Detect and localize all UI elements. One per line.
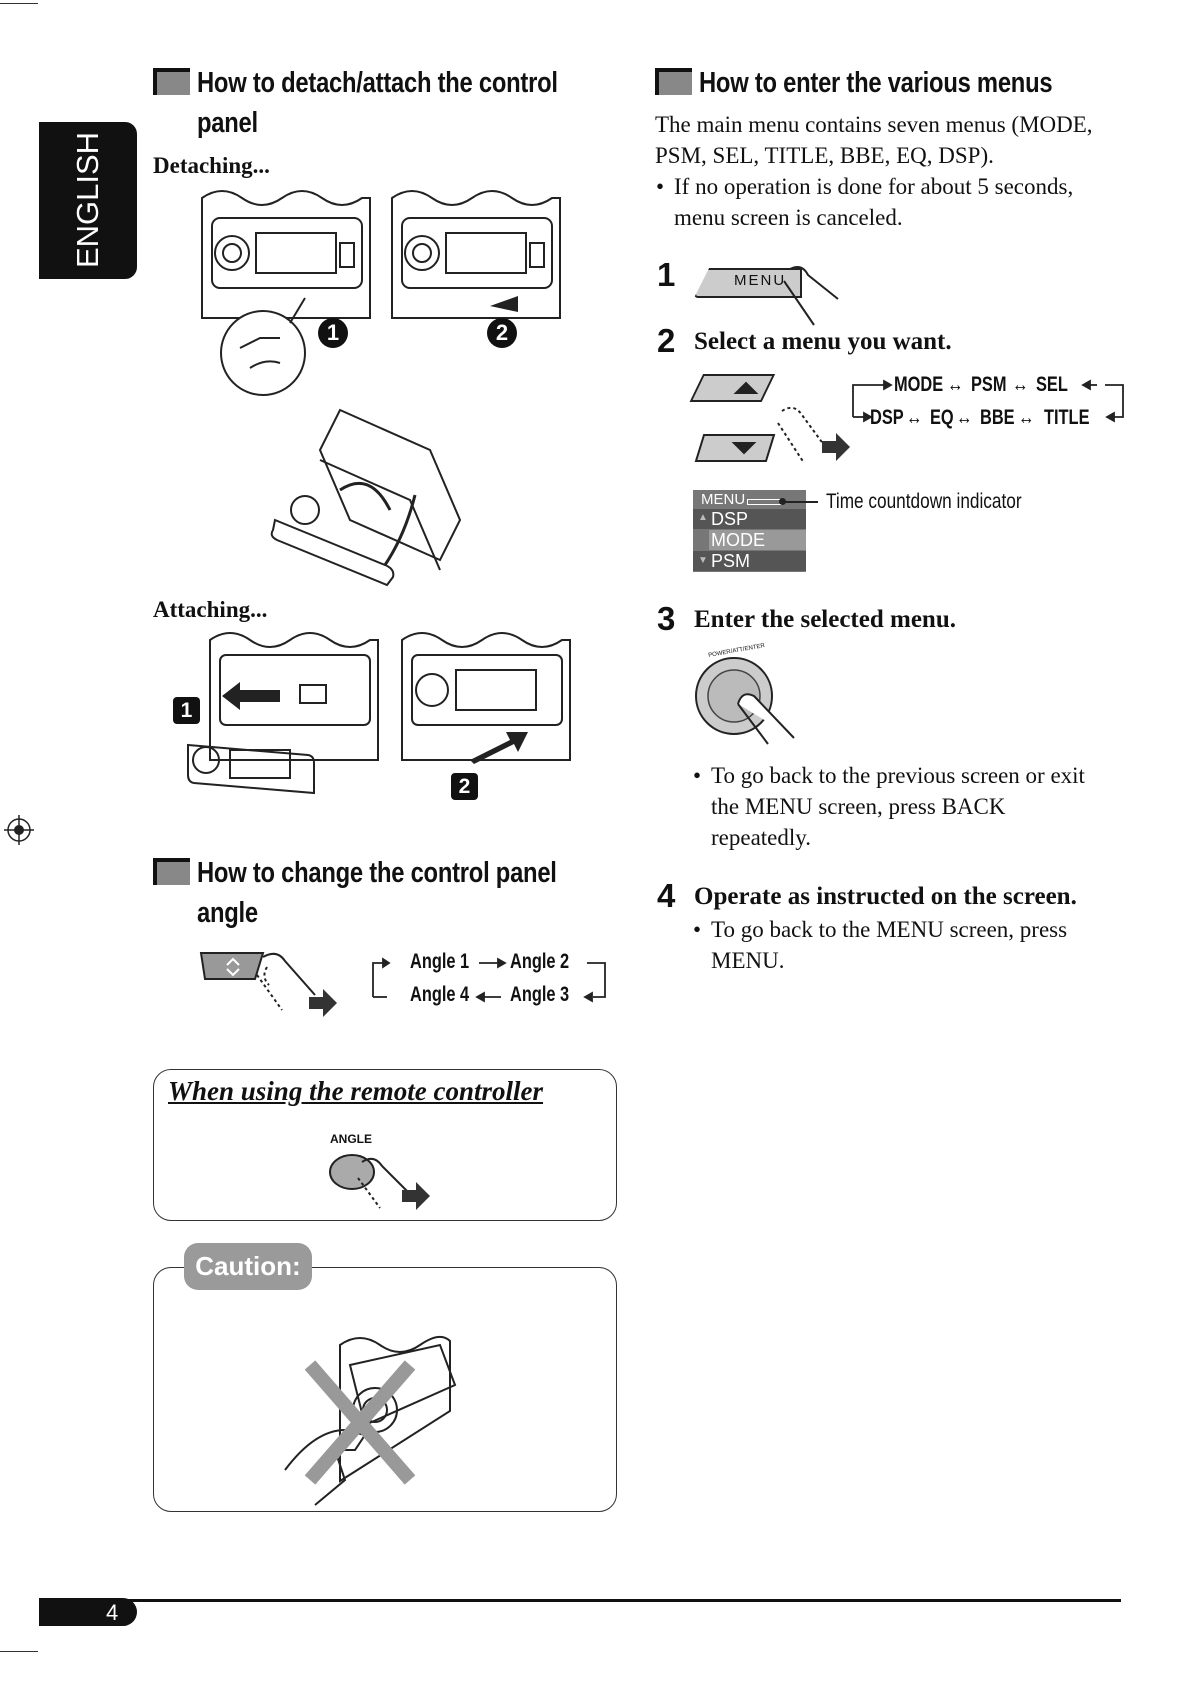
caution-box <box>153 1267 617 1512</box>
step-2-text: Select a menu you want. <box>694 328 952 355</box>
menu-cycle-top-mode: MODE <box>894 373 944 396</box>
detaching-label: Detaching... <box>153 153 270 178</box>
menu-cycle-bottom-dsp: DSP <box>870 406 904 429</box>
menu-cycle-bottom-bbe: BBE <box>980 406 1015 429</box>
menu-display: MENU DSP MODE PSM ▲ ▼ <box>693 490 806 572</box>
remote-controller-box: When using the remote controller ANGLE <box>153 1069 617 1221</box>
angle-cycle-arrows <box>372 957 606 1003</box>
remote-box-title: When using the remote controller <box>168 1076 544 1106</box>
angle-1-label: Angle 1 <box>410 950 470 973</box>
countdown-bar <box>747 499 783 505</box>
menu-cycle-arrow: ↔ <box>956 406 973 429</box>
menus-intro: The main menu contains seven menus (MODE… <box>655 112 1093 168</box>
display-item-psm: PSM <box>693 551 806 571</box>
menu-cycle-arrow: ↔ <box>1018 406 1035 429</box>
menu-cycle-top-psm: PSM <box>971 373 1007 396</box>
up-arrow-icon: ▲ <box>698 512 708 523</box>
footer-rule <box>39 1599 1121 1602</box>
language-tab-label: ENGLISH <box>70 131 105 269</box>
menu-button-label: MENU <box>734 272 787 289</box>
section-marker-icon <box>655 68 692 95</box>
menu-cycle-arrow: ↔ <box>947 373 964 396</box>
menu-cycle-arrows <box>852 379 1124 423</box>
menu-cycle-bottom-eq: EQ <box>930 406 954 429</box>
page-number: 4 <box>106 1600 119 1625</box>
finger-press-icon <box>783 266 839 326</box>
registration-mark-icon <box>4 815 34 845</box>
angle-button-illustration <box>199 952 337 1017</box>
menu-cycle-bottom-title: TITLE <box>1044 406 1090 429</box>
detach-section-title-line2: panel <box>197 107 258 139</box>
angle-4-label: Angle 4 <box>410 983 470 1006</box>
attaching-label: Attaching... <box>153 597 268 622</box>
crop-mark <box>0 3 38 4</box>
angle-section-title-line2: angle <box>197 897 258 929</box>
menu-cycle-top-sel: SEL <box>1036 373 1068 396</box>
attach-step-marker-1: 1 <box>173 697 200 724</box>
menus-timeout-note: If no operation is done for about 5 seco… <box>656 171 1124 233</box>
countdown-label: Time countdown indicator <box>826 490 1022 513</box>
countdown-leader-line <box>782 501 818 503</box>
angle-2-label: Angle 2 <box>510 950 570 973</box>
menu-button: MENU <box>694 268 802 298</box>
display-item-mode: MODE <box>709 530 806 550</box>
display-item-dsp: DSP <box>693 509 806 529</box>
detach-illustration <box>201 190 561 396</box>
display-header: MENU <box>701 491 746 508</box>
down-arrow-icon: ▼ <box>698 555 708 566</box>
menu-cycle-arrow: ↔ <box>1012 373 1029 396</box>
step-4-number: 4 <box>657 877 676 914</box>
menus-section-title: How to enter the various menus <box>699 67 1053 99</box>
up-down-buttons-illustration <box>689 374 850 464</box>
step-3-number: 3 <box>657 600 676 637</box>
remote-angle-button-icon <box>329 1154 430 1210</box>
step-1-number: 1 <box>657 256 676 293</box>
angle-remote-button-label: ANGLE <box>330 1132 372 1146</box>
attach-step-marker-2: 2 <box>451 773 478 800</box>
countdown-dot <box>779 498 786 505</box>
section-marker-icon <box>153 858 190 885</box>
crop-mark <box>0 1651 38 1652</box>
case-illustration <box>270 408 462 587</box>
angle-section-title-line1: How to change the control panel <box>197 857 557 889</box>
step-4-note: To go back to the MENU screen, press MEN… <box>693 914 1111 976</box>
language-tab: ENGLISH <box>39 122 137 279</box>
step-3-text: Enter the selected menu. <box>694 606 956 633</box>
step-marker-1: 1 <box>318 318 348 348</box>
caution-illustration <box>284 1335 457 1506</box>
page-number-tab: 4 <box>39 1598 137 1626</box>
step-4-text: Operate as instructed on the screen. <box>694 883 1077 910</box>
detach-section-title-line1: How to detach/attach the control <box>197 67 558 99</box>
angle-3-label: Angle 3 <box>510 983 570 1006</box>
enter-knob-icon <box>695 657 795 745</box>
attach-illustration <box>187 632 571 795</box>
step-2-number: 2 <box>657 322 676 359</box>
step-3-note: To go back to the previous screen or exi… <box>693 760 1111 853</box>
caution-label: Caution: <box>184 1243 312 1290</box>
menu-cycle-arrow: ↔ <box>906 406 923 429</box>
section-marker-icon <box>153 68 190 95</box>
step-marker-2: 2 <box>487 318 517 348</box>
